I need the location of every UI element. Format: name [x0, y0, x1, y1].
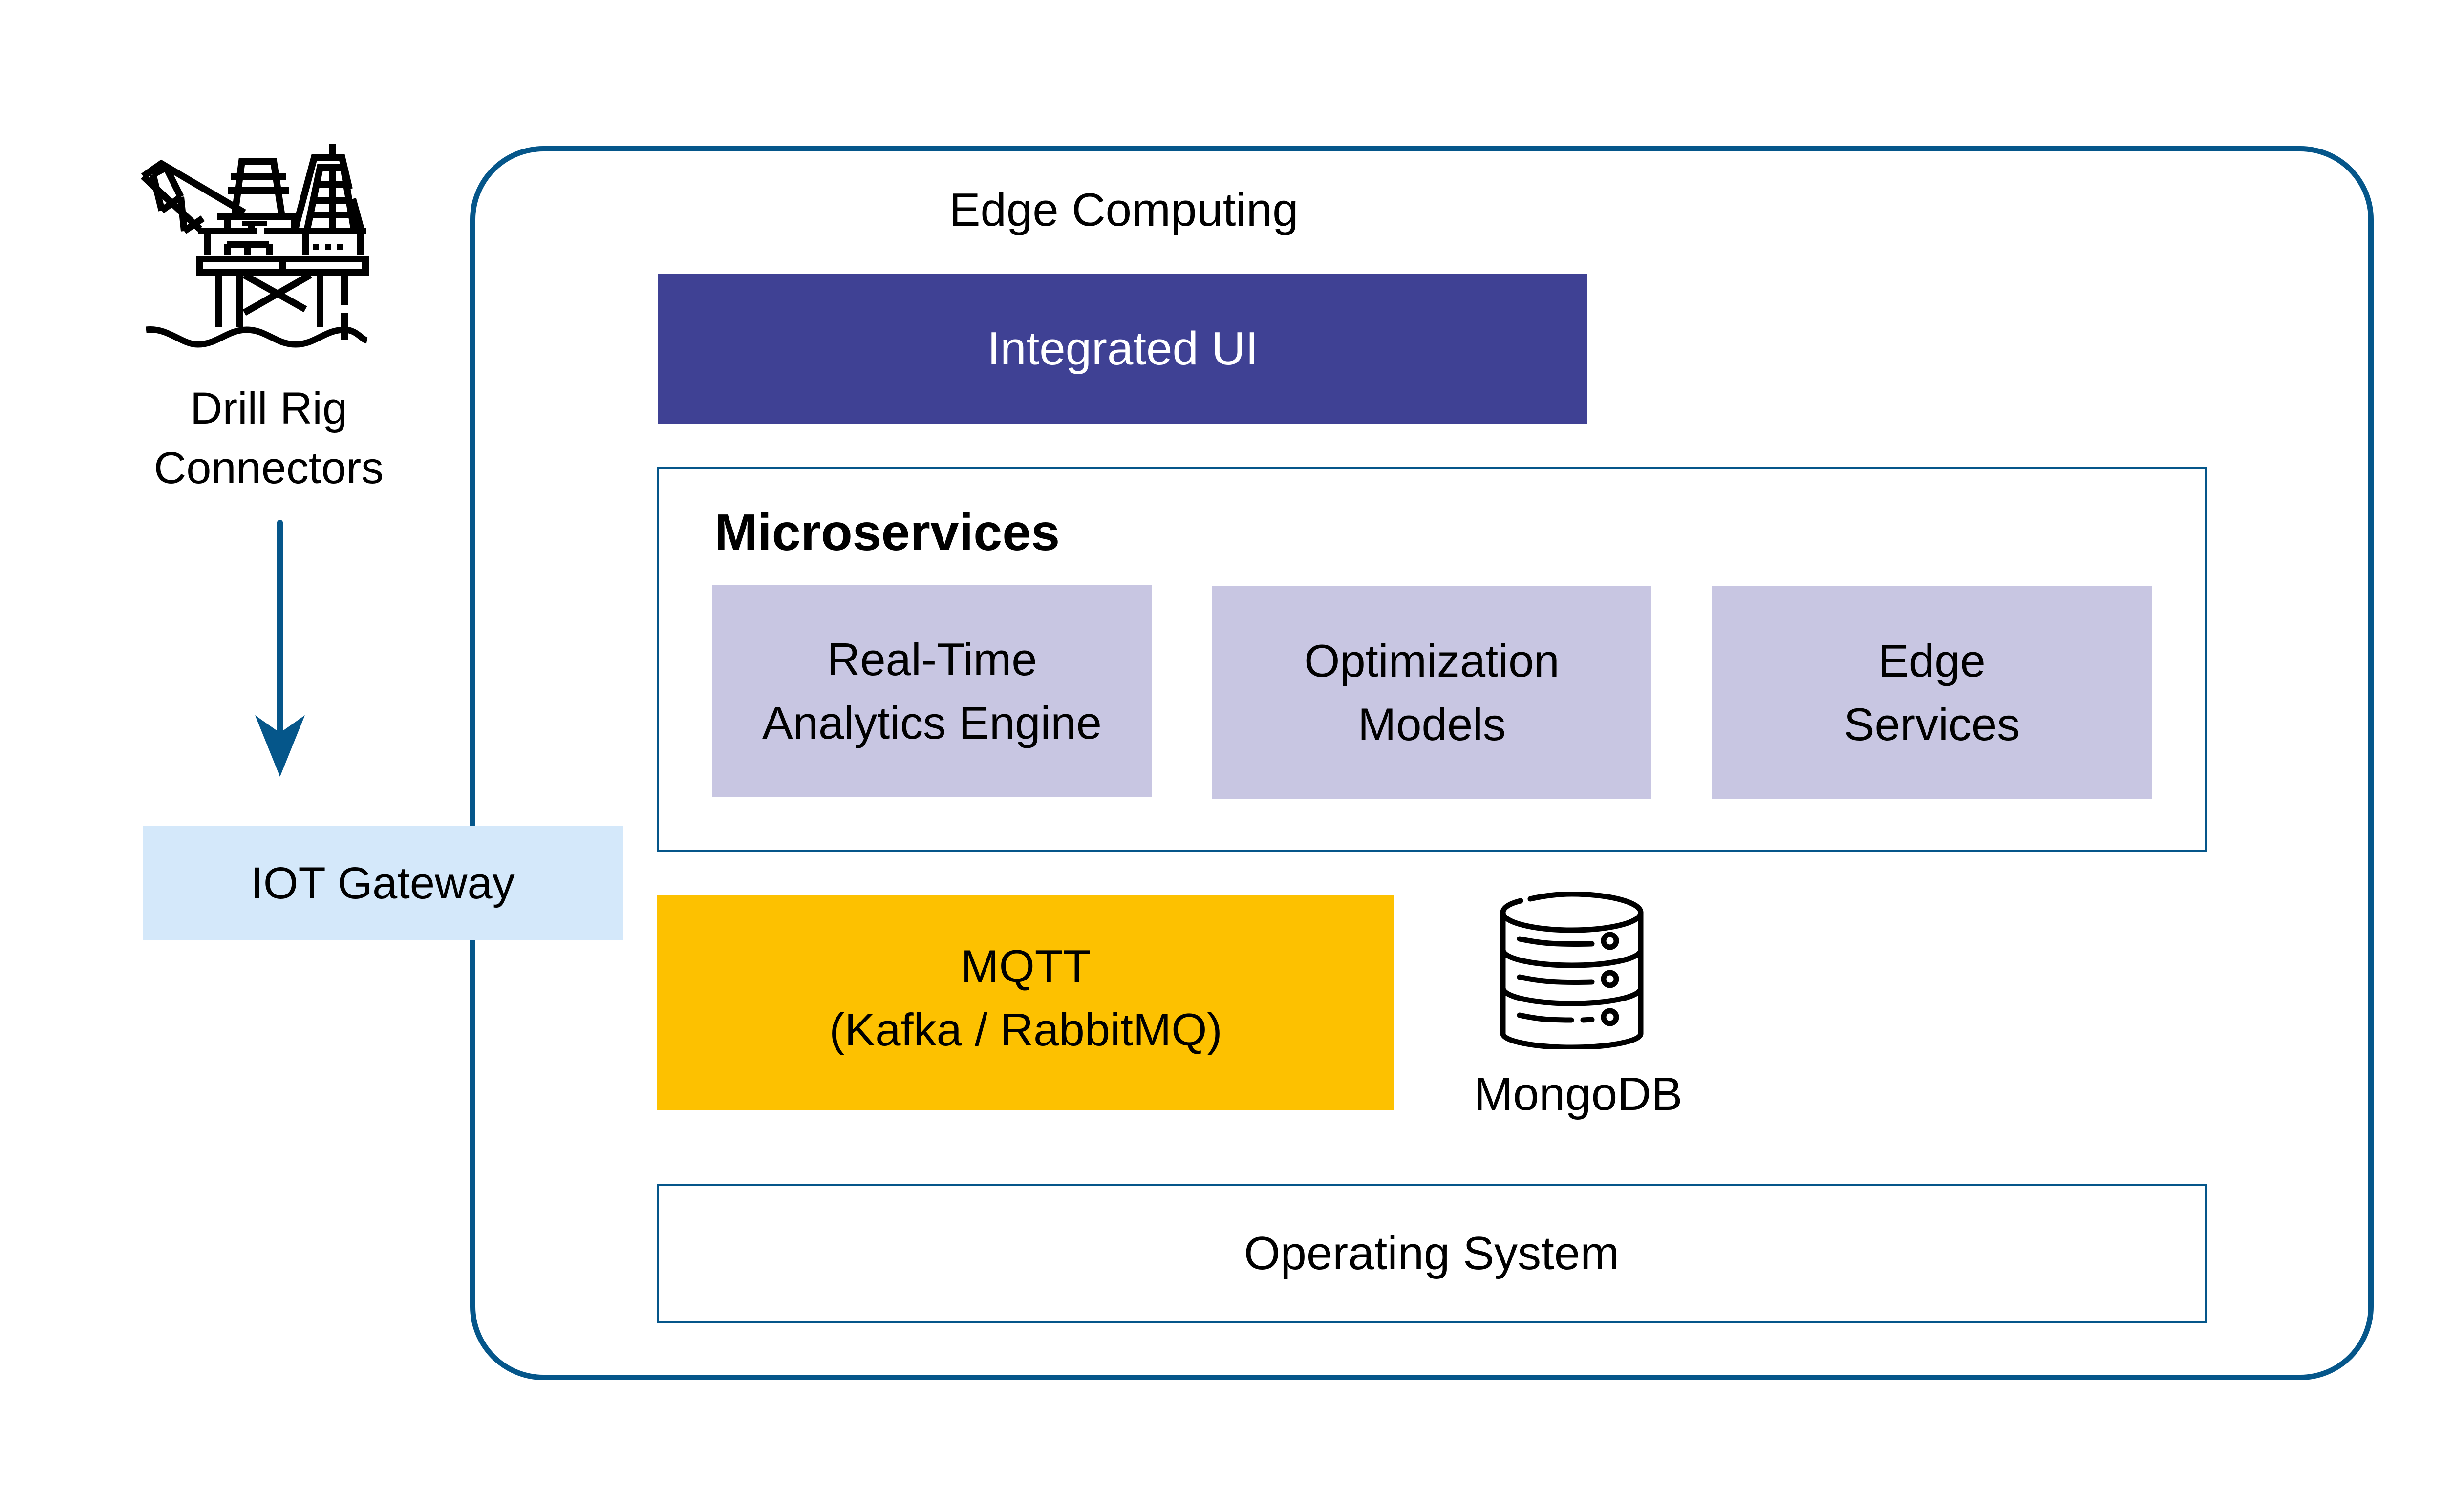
drill-rig-label-line-2: Connectors [153, 443, 384, 493]
arrow-down-icon [255, 520, 305, 777]
drill-rig-connectors-label: Drill Rig Connectors [112, 379, 425, 498]
oil-rig-icon [141, 144, 369, 348]
iot-gateway-box[interactable]: IOT Gateway [143, 826, 623, 940]
operating-system-label: Operating System [1243, 1227, 1620, 1279]
service-label-line: Edge [1878, 635, 1986, 686]
operating-system-box[interactable]: Operating System [657, 1184, 2207, 1323]
mqtt-sublabel: (Kafka / RabbitMQ) [829, 1004, 1222, 1055]
integrated-ui-box[interactable]: Integrated UI [658, 274, 1587, 424]
edge-computing-title: Edge Computing [949, 184, 1299, 236]
service-optimization-models[interactable]: Optimization Models [1212, 586, 1651, 799]
service-realtime-analytics-engine[interactable]: Real-Time Analytics Engine [712, 585, 1152, 797]
database-icon [1500, 892, 1644, 1049]
service-label-line: Analytics Engine [762, 697, 1102, 748]
service-label-line: Services [1843, 698, 2020, 750]
mongodb-label: MongoDB [1474, 1068, 1683, 1120]
drill-rig-label-line-1: Drill Rig [190, 383, 347, 433]
mqtt-label: MQTT [961, 940, 1091, 992]
service-label-line: Real-Time [827, 634, 1037, 685]
edge-computing-container [470, 146, 2374, 1380]
service-label-line: Optimization [1304, 635, 1560, 686]
mqtt-broker-box[interactable]: MQTT (Kafka / RabbitMQ) [657, 895, 1394, 1110]
iot-gateway-label: IOT Gateway [251, 858, 515, 908]
service-label-line: Models [1357, 698, 1506, 750]
service-edge-services[interactable]: Edge Services [1712, 586, 2152, 799]
integrated-ui-label: Integrated UI [987, 322, 1259, 375]
microservices-title: Microservices [714, 504, 1060, 561]
